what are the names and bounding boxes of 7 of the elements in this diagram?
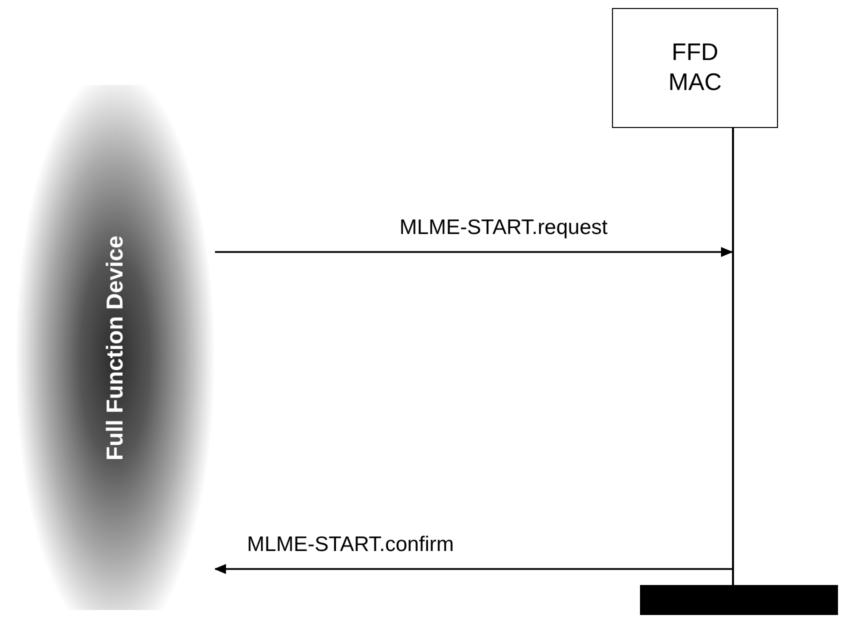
entity-label: FFD MAC <box>667 38 723 98</box>
message-arrow <box>214 564 732 574</box>
lifeline <box>732 128 734 585</box>
message-arrow <box>215 247 733 257</box>
lifeline-end-bar <box>640 585 838 615</box>
actor-label: Full Function Device <box>102 235 128 460</box>
entity-box <box>612 8 778 128</box>
